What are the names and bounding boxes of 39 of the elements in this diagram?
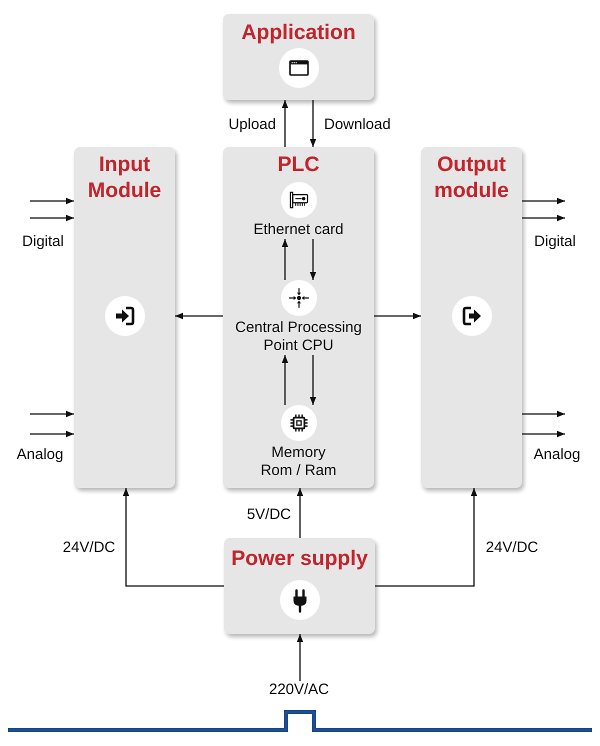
arrow xyxy=(310,355,316,405)
module-panel xyxy=(223,147,374,488)
arrow xyxy=(296,488,304,538)
component-label: Central Processing Point CPU xyxy=(234,319,363,355)
panel-title: PLC xyxy=(276,152,320,178)
edge-label: Analog xyxy=(532,446,582,464)
component-label: Ethernet card xyxy=(253,221,344,239)
arrow xyxy=(30,214,74,222)
arrow xyxy=(374,312,421,320)
edge-label: Upload xyxy=(227,116,277,134)
module-panel xyxy=(74,147,175,488)
arrow xyxy=(296,634,304,681)
component-label: Memory Rom / Ram xyxy=(260,444,338,480)
arrow xyxy=(310,100,316,147)
panel-title: Power supply xyxy=(230,546,369,572)
arrow xyxy=(522,214,565,222)
node-text: 220V/AC xyxy=(268,681,330,699)
panel-title: Output module xyxy=(433,152,510,204)
arrow xyxy=(310,239,316,280)
arrow xyxy=(522,198,565,204)
edge-label: Digital xyxy=(21,233,65,251)
module-panel xyxy=(223,14,374,100)
arrow xyxy=(175,312,223,320)
arrow xyxy=(30,430,74,438)
edge-label: Digital xyxy=(533,233,577,251)
arrow xyxy=(30,410,74,418)
module-panel xyxy=(421,147,522,488)
module-panel xyxy=(224,538,375,634)
arrow xyxy=(122,488,224,587)
arrow xyxy=(30,198,74,204)
arrow xyxy=(282,355,288,405)
arrow xyxy=(522,410,565,418)
arrow xyxy=(282,239,288,280)
arrow xyxy=(375,488,478,587)
edge-label: Analog xyxy=(16,446,64,464)
arrow xyxy=(282,100,288,147)
panel-title: Application xyxy=(240,20,357,46)
panel-title: Input Module xyxy=(86,152,162,204)
arrow xyxy=(522,430,565,438)
